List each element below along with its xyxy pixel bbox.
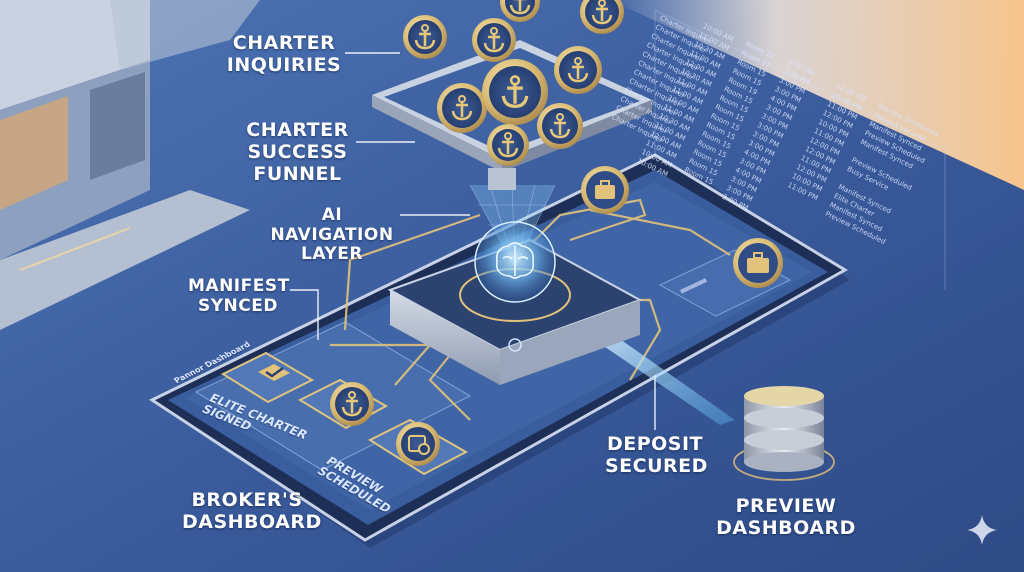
anchor-icon: [330, 382, 374, 426]
anchor-icon: [554, 46, 602, 94]
elite-charter-tile[interactable]: [220, 351, 315, 404]
sparkle-icon: [967, 515, 997, 545]
briefcase-icon: [733, 238, 783, 288]
anchor-icon: [487, 124, 529, 166]
leader-lines: [290, 52, 656, 430]
terrace-rail: [19, 227, 131, 271]
anchor-icon: [580, 0, 624, 34]
terrace-floor: [0, 190, 250, 330]
building-panel: [90, 72, 145, 180]
anchor-icon: [500, 0, 540, 22]
sky-glow: [610, 0, 1024, 190]
upper-deck: [110, 0, 260, 70]
anchor-icon: [472, 18, 516, 62]
anchor-icon: [482, 59, 548, 125]
anchor-icon: [403, 15, 447, 59]
anchor-coins: [403, 0, 624, 166]
checkmark-icon: [258, 364, 290, 381]
funnel-spout: [488, 168, 516, 190]
anchor-icon: [537, 103, 583, 149]
calendar-clock-icon: [396, 422, 440, 466]
card-stripe: [680, 278, 708, 294]
building-roof: [0, 0, 150, 110]
database-icon: [733, 386, 835, 481]
ai-device-left: [390, 290, 500, 385]
funnel-tray-left: [372, 95, 502, 172]
brain-icon: [495, 242, 535, 279]
power-icon: [508, 338, 522, 352]
anchor-icon: [437, 83, 487, 133]
building-window: [0, 96, 68, 210]
ai-device-right: [500, 300, 640, 385]
briefcase-icon: [581, 166, 629, 214]
energy-beam: [580, 325, 735, 425]
